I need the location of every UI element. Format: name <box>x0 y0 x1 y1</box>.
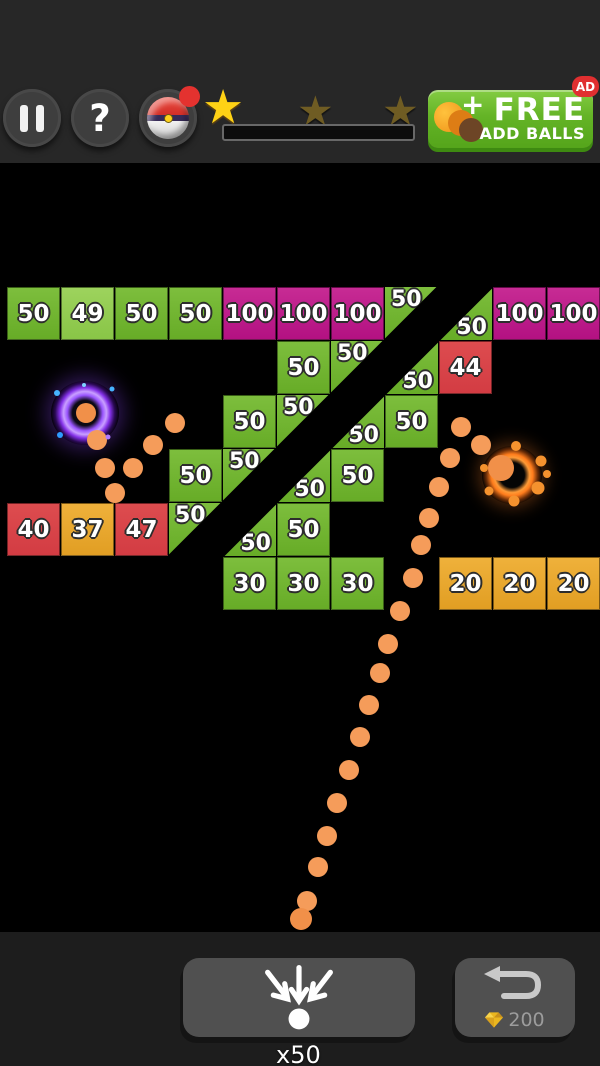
footer-bar: 200 <box>0 932 600 1066</box>
brick: 50 <box>385 287 437 339</box>
brick: 50 <box>440 288 492 340</box>
recall-balls-button[interactable] <box>183 958 415 1037</box>
pause-icon <box>20 104 28 132</box>
trajectory-dot <box>440 448 460 468</box>
trajectory-dot <box>350 727 370 747</box>
brick: 50 <box>169 287 222 340</box>
portal-blob <box>543 470 551 478</box>
star-1-earned: ★ <box>202 80 245 135</box>
brick: 50 <box>223 449 275 501</box>
brick: 50 <box>115 287 168 340</box>
trajectory-dot <box>105 483 125 503</box>
question-mark-icon: ? <box>89 96 111 140</box>
brick: 44 <box>439 341 492 394</box>
trajectory-dot <box>308 857 328 877</box>
trajectory-dot <box>297 891 317 911</box>
recall-balls-icon <box>265 964 333 1029</box>
brick: 30 <box>331 557 384 610</box>
trajectory-dot <box>411 535 431 555</box>
portal-sparkle <box>54 390 60 396</box>
portal-sparkle <box>57 432 63 438</box>
level-progress-bar <box>222 124 415 141</box>
portal-blob <box>535 455 547 467</box>
pause-button[interactable] <box>3 89 61 147</box>
portal-sparkle <box>109 386 115 392</box>
brick: 100 <box>493 287 546 340</box>
portal-sparkle <box>82 383 86 387</box>
ball-entering_orange_portal <box>488 455 514 481</box>
brick: 30 <box>277 557 330 610</box>
brick: 50 <box>331 341 383 393</box>
trajectory-dot <box>143 435 163 455</box>
free-button-subtitle: ADD BALLS <box>479 124 585 143</box>
help-button[interactable]: ? <box>71 89 129 147</box>
ball-at_purple_portal <box>76 403 96 423</box>
brick: 100 <box>547 287 600 340</box>
free-add-balls-button[interactable]: + FREE ADD BALLS <box>428 88 593 148</box>
trajectory-dot <box>95 458 115 478</box>
brick: 50 <box>277 395 329 447</box>
trajectory-dot <box>317 826 337 846</box>
ball-launch <box>290 908 312 930</box>
brick: 50 <box>277 341 330 394</box>
trajectory-dot <box>403 568 423 588</box>
brick: 50 <box>386 342 438 394</box>
brick: 30 <box>223 557 276 610</box>
brick: 50 <box>223 395 276 448</box>
brick: 47 <box>115 503 168 556</box>
ball-count-label: x50 <box>276 1041 321 1066</box>
brick: 100 <box>277 287 330 340</box>
plus-icon: + <box>461 88 485 121</box>
portal-blob <box>511 441 521 451</box>
gem-count-label: 200 <box>508 1008 545 1031</box>
brick: 49 <box>61 287 114 340</box>
brick: 50 <box>169 449 222 502</box>
ad-badge: AD <box>572 76 599 97</box>
brick: 40 <box>7 503 60 556</box>
header-bar: ? ★ ★ ★ + FREE ADD BALLS AD <box>0 0 600 163</box>
free-button-title: FREE <box>493 92 585 128</box>
brick: 50 <box>7 287 60 340</box>
brick: 37 <box>61 503 114 556</box>
trajectory-dot <box>390 601 410 621</box>
trajectory-dot <box>165 413 185 433</box>
brick: 50 <box>385 395 438 448</box>
trajectory-dot <box>451 417 471 437</box>
portal-blob <box>480 464 488 472</box>
trajectory-dot <box>327 793 347 813</box>
brick: 50 <box>277 503 330 556</box>
brick: 50 <box>224 504 276 556</box>
portal-blob <box>508 495 520 507</box>
portal-blob <box>531 481 545 495</box>
trajectory-dot <box>429 477 449 497</box>
trajectory-dot <box>370 663 390 683</box>
trajectory-dot <box>123 458 143 478</box>
portal-blob <box>484 486 494 496</box>
notification-badge <box>179 86 200 107</box>
undo-button[interactable]: 200 <box>455 958 575 1037</box>
trajectory-dot <box>339 760 359 780</box>
trajectory-dot <box>471 435 491 455</box>
brick: 20 <box>493 557 546 610</box>
brick: 100 <box>331 287 384 340</box>
brick: 20 <box>439 557 492 610</box>
gem-icon <box>485 1011 504 1028</box>
trajectory-dot <box>419 508 439 528</box>
undo-arrow-icon <box>484 965 542 999</box>
trajectory-dot <box>378 634 398 654</box>
trajectory-dot <box>359 695 379 715</box>
brick: 50 <box>331 449 384 502</box>
portal-sparkle <box>105 434 111 440</box>
brick: 50 <box>278 450 330 502</box>
gem-cost-row: 200 <box>485 1008 545 1031</box>
brick: 100 <box>223 287 276 340</box>
brick: 50 <box>169 503 221 555</box>
trajectory-dot <box>87 430 107 450</box>
brick: 50 <box>332 396 384 448</box>
brick: 20 <box>547 557 600 610</box>
